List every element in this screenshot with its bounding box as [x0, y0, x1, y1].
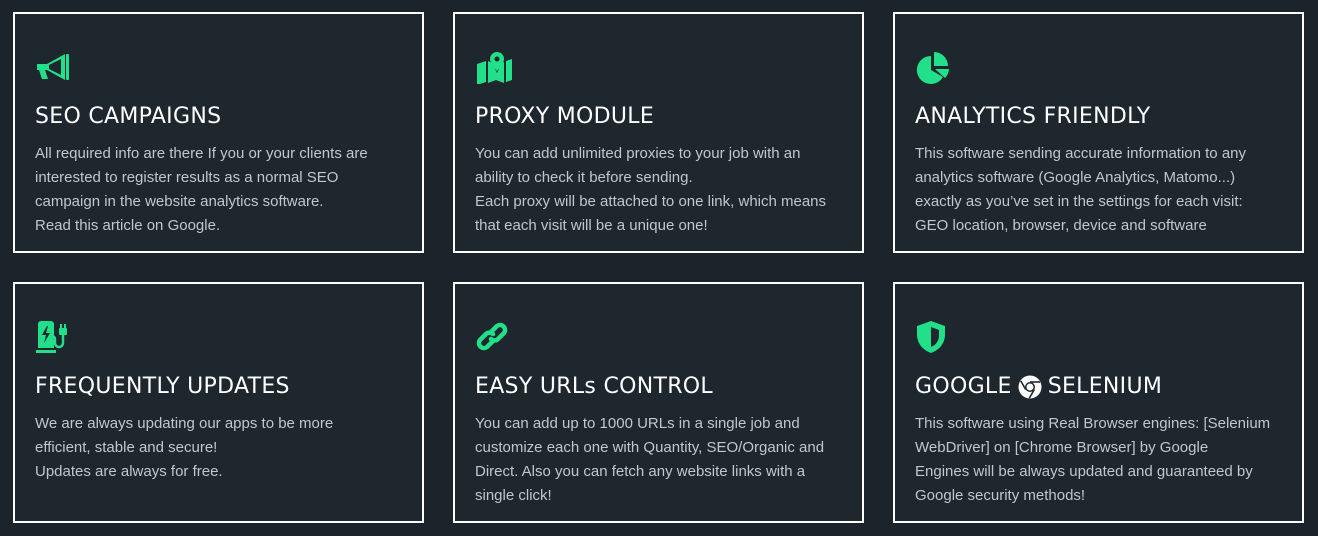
- card-description: All required info are there If you or yo…: [35, 145, 368, 234]
- card-title: SEO CAMPAIGNS: [35, 104, 222, 129]
- title-part-selenium: SELENIUM: [1047, 374, 1163, 399]
- card-title: GOOGLE SELENIUM: [915, 374, 1162, 399]
- card-description: This software using Real Browser engines…: [915, 415, 1271, 504]
- card-description: You can add unlimited proxies to your jo…: [475, 145, 827, 234]
- card-title: ANALYTICS FRIENDLY: [915, 104, 1151, 129]
- card-description: We are always updating our apps to be mo…: [35, 415, 334, 480]
- card-description: This software sending accurate informati…: [915, 145, 1247, 234]
- card-title: EASY URLs CONTROL: [475, 374, 713, 399]
- map-location-icon: [477, 52, 512, 84]
- feature-card-proxy-module: PROXY MODULE You can add unlimited proxi…: [453, 12, 864, 253]
- title-part-google: GOOGLE: [915, 374, 1012, 399]
- feature-card-analytics-friendly: ANALYTICS FRIENDLY This software sending…: [893, 12, 1304, 253]
- link-icon: [476, 322, 508, 351]
- card-title: FREQUENTLY UPDATES: [35, 374, 290, 399]
- pie-chart-icon: [916, 52, 949, 84]
- card-title: PROXY MODULE: [475, 104, 655, 129]
- megaphone-icon: [37, 54, 69, 80]
- feature-card-frequently-updates: FREQUENTLY UPDATES We are always updatin…: [13, 282, 424, 523]
- charging-station-icon: [36, 321, 67, 353]
- feature-card-seo-campaigns: SEO CAMPAIGNS All required info are ther…: [13, 12, 424, 253]
- chrome-icon: [1018, 375, 1042, 399]
- shield-icon: [917, 321, 945, 353]
- feature-card-google-selenium: GOOGLE SELENIUM This software using Real…: [893, 282, 1304, 523]
- card-description: You can add up to 1000 URLs in a single …: [475, 415, 825, 504]
- feature-card-easy-urls-control: EASY URLs CONTROL You can add up to 1000…: [453, 282, 864, 523]
